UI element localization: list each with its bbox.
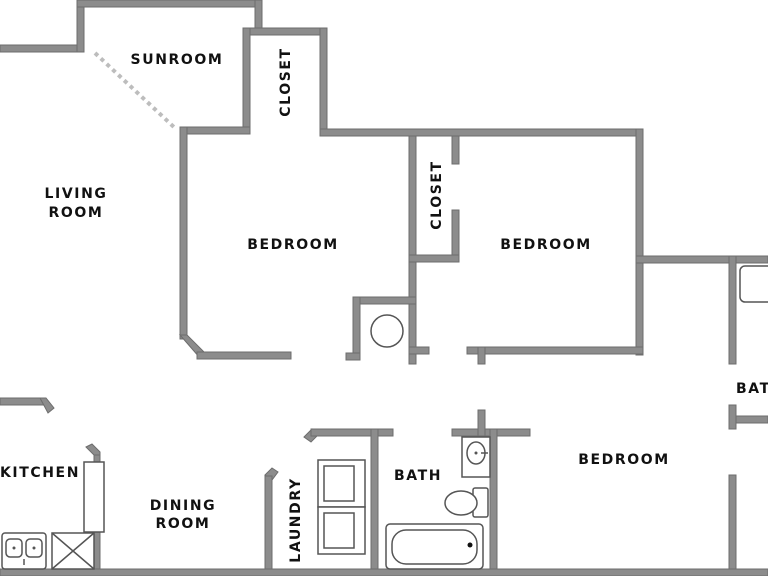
washer-dryer-icon	[317, 459, 366, 555]
wall-kitchen-top	[0, 397, 45, 406]
kitchen-sink-icon	[1, 532, 47, 570]
wall-closet-mid-right-bottom	[451, 209, 460, 263]
wall-wh-stub	[345, 352, 361, 361]
label-laundry: LAUNDRY	[288, 477, 304, 562]
wall-bedrooms-top	[319, 128, 644, 137]
wall-closet-top-right	[319, 27, 328, 137]
wall-bath-stub-v	[477, 409, 486, 437]
wall-bedroom-center-bottom-stub	[477, 346, 486, 365]
wall-closet-mid-right-top	[451, 135, 460, 165]
label-closet-top: CLOSET	[278, 47, 294, 116]
bathtub-icon	[385, 523, 484, 570]
label-bath-right: BAT	[736, 381, 768, 397]
wall-bedroom-left-top	[179, 126, 251, 135]
wall-sunroom-right	[254, 0, 263, 31]
wall-bedroom-divider	[408, 135, 417, 365]
wall-bath-right	[489, 428, 498, 576]
tub-right-icon	[739, 265, 768, 303]
label-dining-2: ROOM	[156, 516, 211, 532]
label-bedroom-bottom: BEDROOM	[578, 452, 670, 468]
wall-closet-mid-bottom	[408, 254, 460, 263]
wall-bottom	[0, 568, 768, 576]
wall-bath-right-stub-v	[728, 404, 737, 430]
label-living-2: ROOM	[49, 205, 104, 221]
wall-closet-top-left	[242, 27, 251, 135]
label-bedroom-left: BEDROOM	[247, 237, 339, 253]
wall-divider-stub	[408, 346, 430, 355]
label-bath-bottom: BATH	[394, 468, 442, 484]
wall-laundry-right	[370, 428, 379, 576]
wall-bath-right-left	[728, 255, 737, 365]
wall-right-upper	[635, 255, 768, 264]
room-labels: SUNROOM CLOSET LIVING ROOM BEDROOM CLOSE…	[0, 47, 768, 562]
label-sunroom: SUNROOM	[131, 52, 224, 68]
wall-wh-top	[352, 296, 417, 305]
wall-kitchen-top-end	[39, 397, 55, 414]
water-heater-icon	[370, 314, 404, 348]
wall-sunroom-top	[76, 0, 263, 8]
label-dining-1: DINING	[150, 498, 217, 514]
wall-wh-left	[352, 296, 361, 361]
label-closet-mid: CLOSET	[429, 160, 445, 229]
label-kitchen: KITCHEN	[0, 465, 80, 481]
wall-bedroom-left-left	[179, 126, 188, 340]
wall-closet-top-top	[242, 27, 328, 36]
range-icon	[51, 532, 95, 570]
wall-sunroom-left	[76, 0, 85, 53]
wall-laundry-top	[310, 428, 394, 437]
kitchen-counter	[83, 461, 105, 533]
toilet-icon	[444, 487, 489, 518]
wall-bedroom-center-right	[635, 128, 644, 356]
wall-laundry-left	[264, 475, 273, 576]
wall-right-lower	[728, 474, 737, 576]
sunroom-opening	[93, 51, 178, 131]
wall-bedroom-center-bottom	[466, 346, 644, 355]
bathroom-sink-icon	[461, 436, 491, 478]
label-living-1: LIVING	[45, 186, 108, 202]
wall-bedroom-left-bottom	[196, 351, 292, 360]
wall-top-left-horizontal	[0, 44, 83, 53]
label-bedroom-center: BEDROOM	[500, 237, 592, 253]
